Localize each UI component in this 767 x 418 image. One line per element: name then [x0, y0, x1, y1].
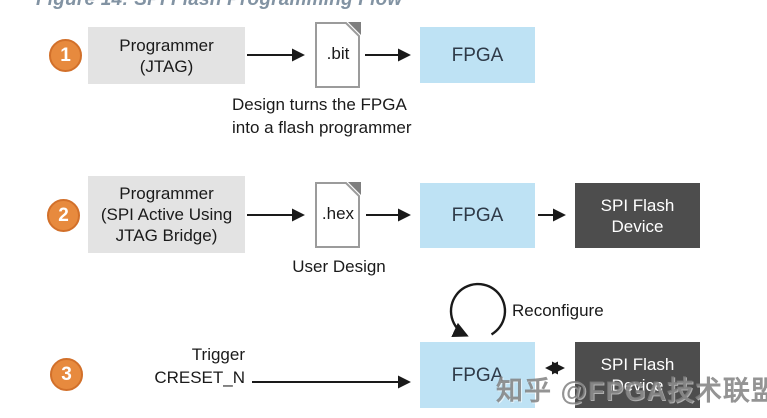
step-2-source-line: (SPI Active Using: [100, 205, 233, 224]
step-2-source-line: JTAG Bridge): [115, 226, 218, 245]
step-1-number: 1: [60, 44, 71, 66]
file-outline: [315, 182, 360, 248]
step-2-file-caption: User Design: [292, 257, 386, 276]
step-3-spi-flash-device-box: SPI Flash Device: [575, 342, 700, 408]
step-1-badge: 1: [49, 39, 82, 72]
step-3-trigger-line: Trigger: [191, 345, 245, 364]
reconfigure-label: Reconfigure: [512, 301, 604, 320]
step-1-caption: Design turns the FPGA into a flash progr…: [232, 93, 412, 139]
step-2-badge: 2: [47, 199, 80, 232]
step-2-device-line: SPI Flash: [600, 195, 675, 215]
step-2-device-line: Device: [611, 216, 664, 236]
step-3-number: 3: [61, 363, 72, 385]
step-3-fpga-label: FPGA: [451, 364, 504, 386]
step-1-caption-line: into a flash programmer: [232, 118, 412, 137]
step-3-fpga-box: FPGA: [420, 342, 535, 408]
step-1-source-box: Programmer (JTAG): [88, 27, 245, 84]
reconfigure-loop-icon: [449, 282, 507, 337]
file-outline: [315, 22, 360, 88]
bit-file-icon: [315, 22, 361, 88]
step-3-trigger-line: CRESET_N: [154, 368, 245, 387]
step-3-device-line: Device: [611, 376, 664, 395]
step-3-trigger-label: Trigger CRESET_N: [100, 343, 245, 389]
step-2-fpga-box: FPGA: [420, 183, 535, 248]
hex-file-icon: [315, 182, 361, 248]
bit-file-label: .bit: [326, 44, 350, 63]
figure-title: Figure 14: SPI Flash Programming Flow: [36, 0, 402, 11]
step-2-fpga-label: FPGA: [451, 205, 504, 226]
step-3-badge: 3: [50, 358, 83, 391]
hex-file-label: .hex: [321, 204, 355, 223]
step-1-caption-line: Design turns the FPGA: [232, 95, 407, 114]
step-1-source-line: Programmer: [119, 35, 214, 55]
step-1-fpga-label: FPGA: [451, 44, 504, 66]
file-fold-corner: [348, 22, 361, 35]
step-2-number: 2: [58, 204, 69, 226]
step-2-source-line: Programmer: [119, 184, 214, 203]
zhihu-watermark: 知乎 @FPGA技术联盟: [496, 376, 767, 406]
step-1-source-line: (JTAG): [139, 56, 194, 76]
step-2-spi-flash-device-box: SPI Flash Device: [575, 183, 700, 248]
step-1-fpga-box: FPGA: [420, 27, 535, 83]
step-2-source-box: Programmer (SPI Active Using JTAG Bridge…: [88, 176, 245, 253]
step-3-device-line: SPI Flash: [600, 355, 675, 374]
file-fold-corner: [348, 182, 361, 195]
